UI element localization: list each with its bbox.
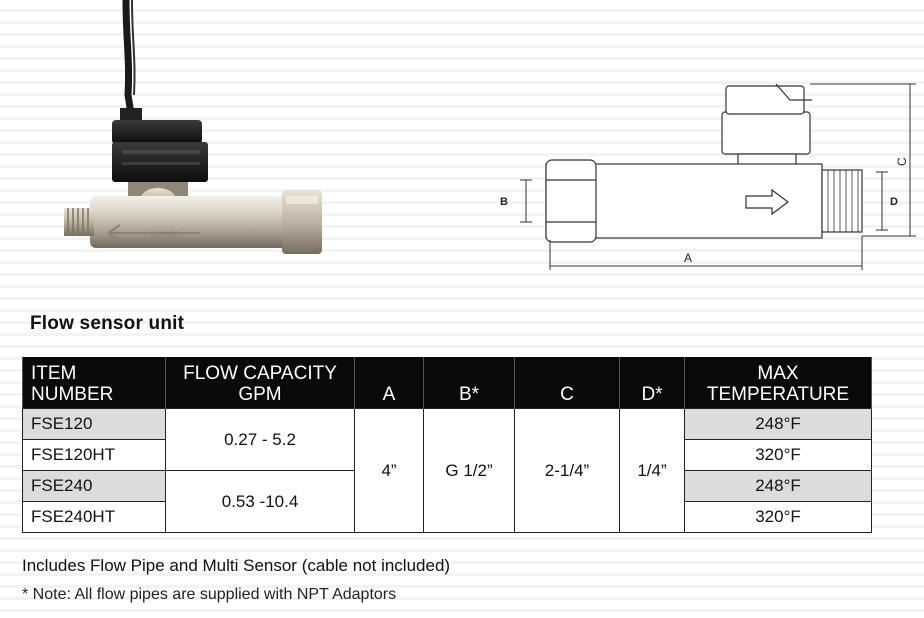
dimension-label-b: B bbox=[500, 196, 508, 208]
dimension-label-d: D bbox=[890, 196, 898, 208]
header-d: D* bbox=[619, 357, 685, 409]
item-number-cell: FSE120HT bbox=[22, 439, 166, 471]
footnote: * Note: All flow pipes are supplied with… bbox=[22, 586, 397, 603]
spec-table: ITEM NUMBER FLOW CAPACITY GPM A B* C D* … bbox=[22, 357, 872, 533]
header-a: A bbox=[354, 357, 424, 409]
temperature-cell: 248°F bbox=[684, 470, 872, 502]
item-number-cell: FSE120 bbox=[22, 408, 166, 440]
includes-note: Includes Flow Pipe and Multi Sensor (cab… bbox=[22, 556, 451, 575]
a-value-cell: 4” bbox=[354, 408, 424, 533]
pipe-engraving: 000000 bbox=[150, 230, 180, 240]
dimension-label-c: C bbox=[895, 157, 909, 166]
dimension-label-a: A bbox=[684, 251, 692, 265]
temperature-cell: 320°F bbox=[684, 501, 872, 533]
table-row: FSE120 0.27 - 5.2 4” G 1/2” 2-1/4” 1/4” … bbox=[22, 408, 872, 533]
item-number-cell: FSE240HT bbox=[22, 501, 166, 533]
flow-capacity-cell: 0.27 - 5.2 bbox=[165, 408, 355, 471]
header-item-number: ITEM NUMBER bbox=[22, 357, 166, 409]
item-number-cell: FSE240 bbox=[22, 470, 166, 502]
table-header-row: ITEM NUMBER FLOW CAPACITY GPM A B* C D* … bbox=[22, 357, 872, 409]
c-value-cell: 2-1/4” bbox=[514, 408, 620, 533]
section-title: Flow sensor unit bbox=[30, 313, 185, 334]
header-b: B* bbox=[423, 357, 515, 409]
table-row: FSE240HT 320°F bbox=[22, 501, 872, 533]
header-flow-capacity: FLOW CAPACITY GPM bbox=[165, 357, 355, 409]
table-row: FSE240 0.53 -10.4 248°F bbox=[22, 470, 872, 533]
dimension-drawing: B D C A bbox=[500, 83, 916, 270]
d-value-cell: 1/4” bbox=[619, 408, 685, 533]
header-c: C bbox=[514, 357, 620, 409]
header-max-temperature: MAX TEMPERATURE bbox=[684, 357, 872, 409]
product-photo: 000000 bbox=[64, 0, 322, 254]
temperature-cell: 248°F bbox=[684, 408, 872, 440]
b-value-cell: G 1/2” bbox=[423, 408, 515, 533]
table-row: FSE120HT 320°F bbox=[22, 439, 872, 471]
flow-capacity-cell: 0.53 -10.4 bbox=[165, 470, 355, 533]
temperature-cell: 320°F bbox=[684, 439, 872, 471]
